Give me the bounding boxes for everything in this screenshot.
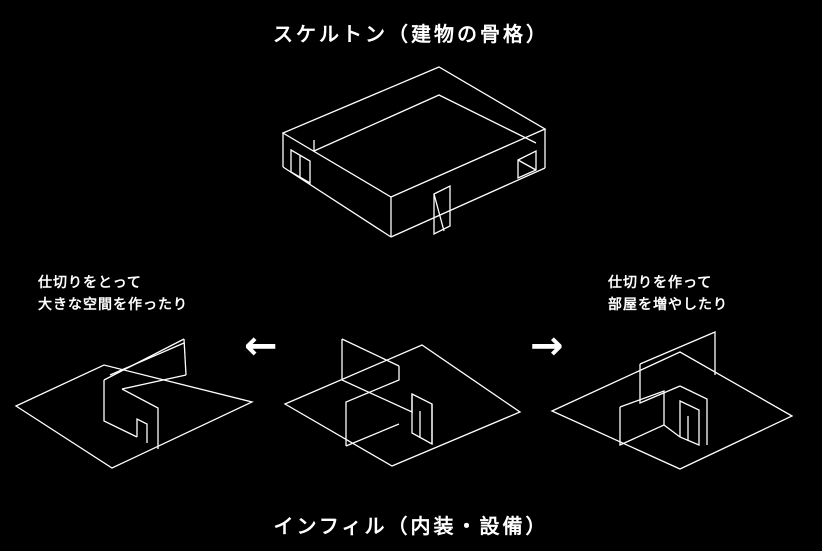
- building-roof-outline: [281, 66, 547, 198]
- building-bottom-right: [390, 167, 546, 238]
- plan-center-wall-b: [345, 366, 400, 446]
- plan-left-wall-back: [103, 380, 138, 438]
- note-right: 仕切りを作って 部屋を増やしたり: [608, 272, 728, 316]
- plan-right-wall-back: [639, 364, 681, 404]
- building-door: [433, 184, 451, 236]
- note-left-line-2: 大きな空間を作ったり: [38, 297, 188, 313]
- plan-left-floor: [14, 364, 254, 469]
- skeleton-building: [281, 66, 547, 238]
- building-bottom-left: [282, 166, 392, 238]
- note-right-line-1: 仕切りを作って: [608, 275, 713, 291]
- note-right-line-2: 部屋を増やしたり: [608, 297, 728, 313]
- plan-center: [283, 338, 522, 467]
- plan-right-wall-mid: [679, 385, 708, 445]
- infill-title: インフィル（内装・設備）: [273, 514, 549, 538]
- plan-left-wall-tall: [183, 338, 187, 376]
- plan-left: [14, 338, 254, 469]
- note-left-line-1: 仕切りをとって: [38, 275, 142, 291]
- plan-left-door: [136, 417, 148, 443]
- building-door-panel: [433, 193, 445, 232]
- arrow-right-icon: →: [530, 323, 564, 369]
- plan-right-wall-front: [663, 424, 681, 438]
- plan-center-floor: [283, 344, 522, 467]
- plan-left-wall-top: [103, 338, 185, 381]
- plan-right-door: [679, 399, 700, 446]
- plan-left-wall-top-inner: [109, 342, 185, 376]
- plan-right-wall-tall: [639, 331, 716, 375]
- plan-center-wall-b-foot: [345, 423, 400, 447]
- plan-left-partition: [121, 388, 159, 449]
- plan-center-wall-a-top: [341, 338, 400, 367]
- plan-right-floor: [550, 351, 794, 470]
- note-left: 仕切りをとって 大きな空間を作ったり: [38, 272, 188, 316]
- building-window-left: [290, 148, 311, 185]
- building-window-right-mullion: [517, 159, 537, 171]
- plan-center-door: [411, 392, 433, 446]
- plan-right-partition: [619, 390, 665, 447]
- arrow-left-icon: ←: [244, 323, 278, 369]
- skeleton-title: スケルトン（建物の骨格）: [273, 22, 549, 46]
- plan-left-wall-mid: [121, 374, 187, 390]
- building-inner-wall: [313, 94, 537, 152]
- plan-right: [550, 331, 794, 470]
